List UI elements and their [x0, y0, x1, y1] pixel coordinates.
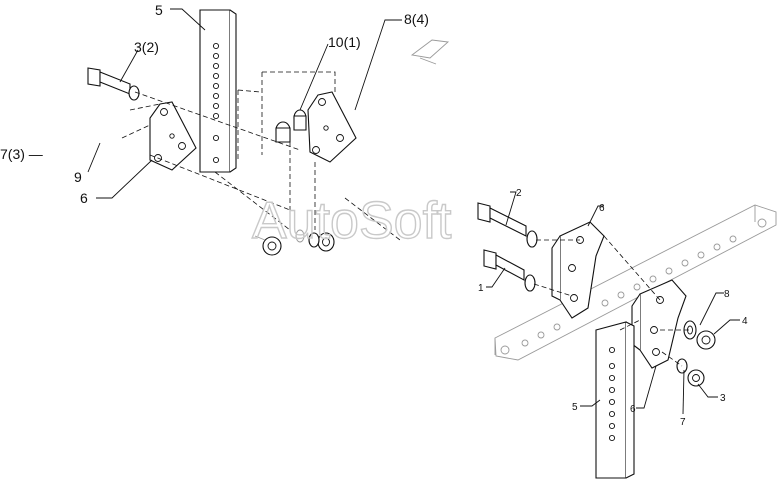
spacer-10	[275, 109, 307, 143]
plate-6-left	[149, 101, 197, 171]
assembly-lines-right	[533, 235, 690, 367]
label-9: 9	[74, 169, 82, 185]
nuts-washers-right	[676, 320, 716, 387]
plate-6-mid	[551, 221, 605, 319]
label-7-right: 7	[680, 417, 686, 428]
bolt-1	[483, 249, 536, 292]
post-5-bottom	[595, 321, 635, 479]
label-5-bottom: 5	[572, 402, 578, 413]
plate-8-top	[307, 91, 357, 163]
assembly-lines-left	[121, 71, 401, 241]
label-3-top: 3(2)	[134, 39, 159, 55]
label-2: 2	[516, 188, 522, 199]
label-10: 10(1)	[328, 34, 361, 50]
label-1: 1	[478, 283, 484, 294]
label-7-left: 7(3) —	[0, 146, 43, 162]
label-8-top: 8(4)	[404, 11, 429, 27]
label-6-left: 6	[80, 190, 88, 206]
label-3-right: 3	[720, 393, 726, 404]
bolt-3-left	[87, 67, 140, 101]
label-4: 4	[742, 316, 748, 327]
direction-arrow-icon	[410, 39, 450, 65]
bolt-2	[477, 202, 538, 248]
label-6-bottom: 6	[630, 404, 636, 415]
plate-6-bottom	[631, 279, 687, 369]
leader-lines	[87, 8, 740, 415]
nuts-washers-left	[254, 229, 335, 256]
label-5-top: 5	[155, 2, 163, 18]
ghost-beam	[494, 204, 777, 361]
callout-labels: 5 10(1) 8(4) 3(2) 7(3) — 9 6 2 6 1 8 4 3…	[0, 2, 748, 428]
post-5-top	[199, 9, 237, 173]
label-6-mid: 6	[599, 203, 605, 214]
watermark: AutoSoft	[252, 192, 452, 250]
label-8-right: 8	[724, 289, 730, 300]
